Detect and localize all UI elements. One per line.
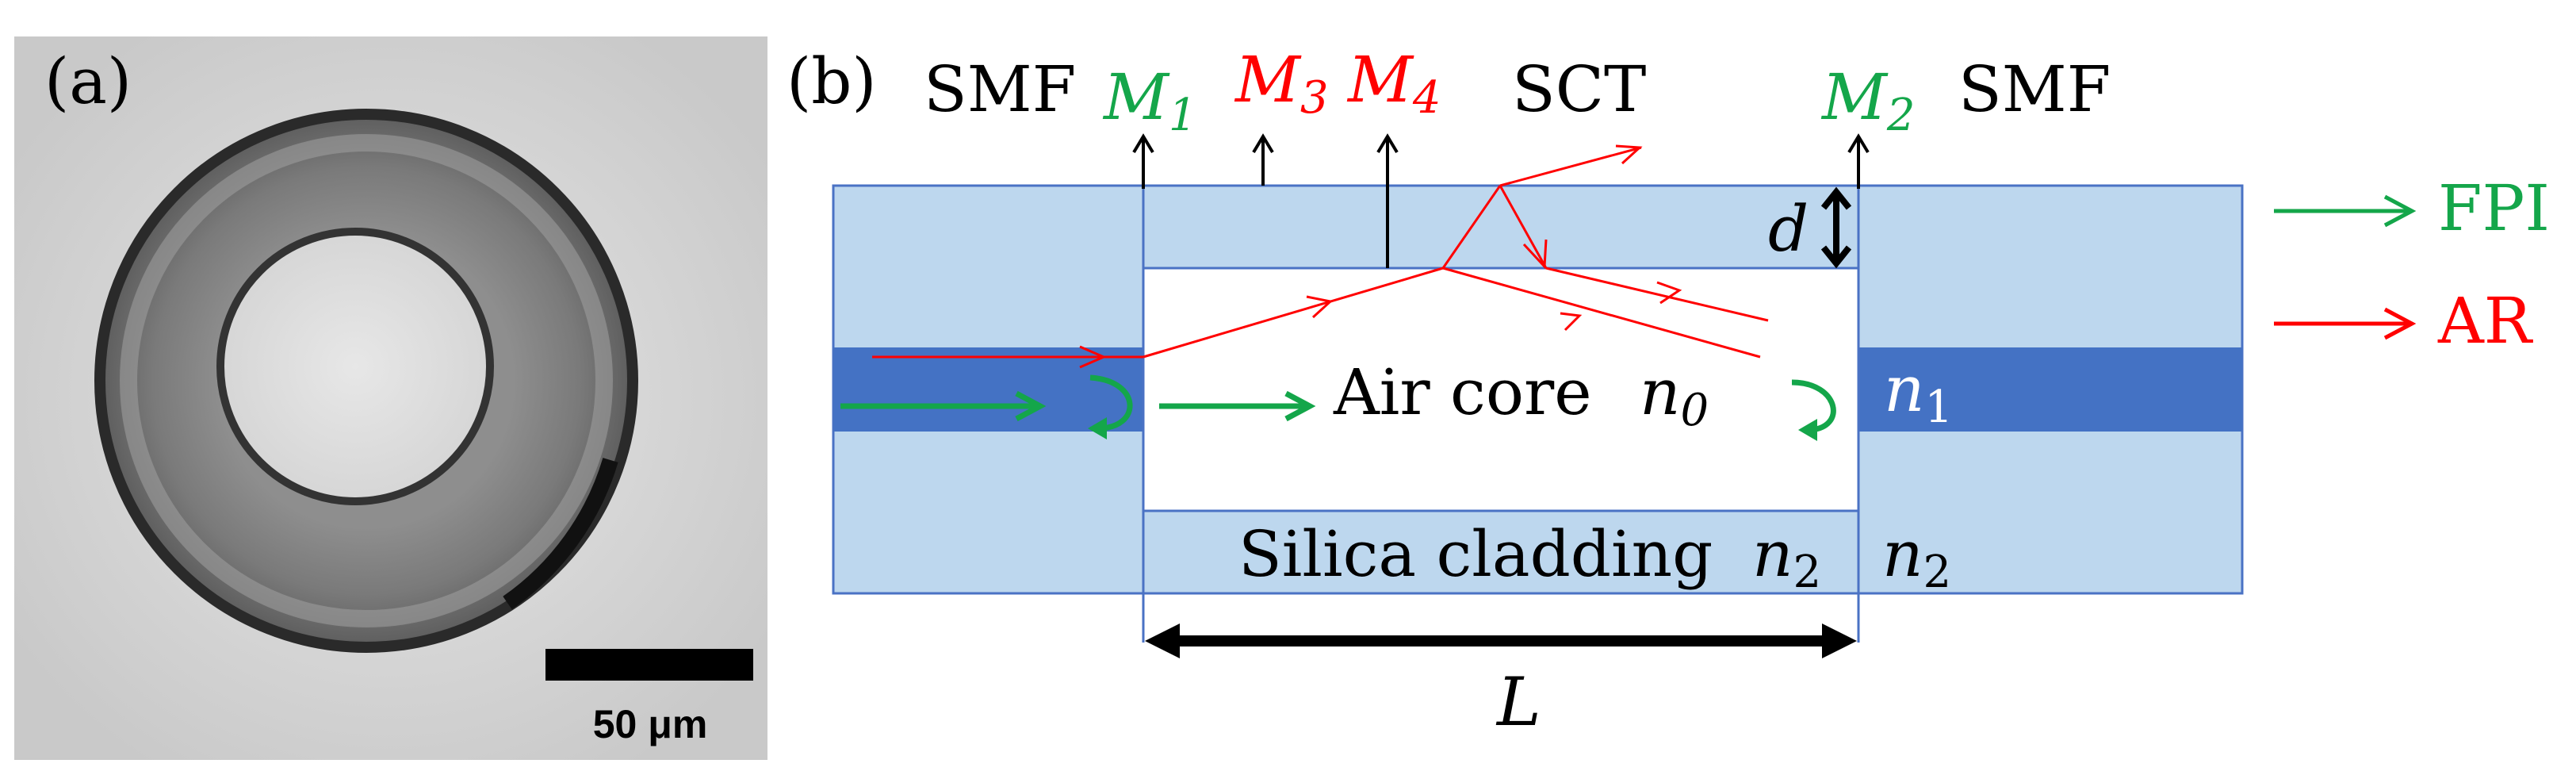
air-core-label: Air core	[1333, 355, 1592, 429]
n2-cladding-label: n2	[1752, 517, 1821, 598]
legend: FPI AR	[2274, 171, 2550, 358]
thickness-d-label: d	[1768, 192, 1809, 266]
n0-label: n0	[1640, 355, 1709, 436]
ar-rays	[872, 144, 1769, 369]
sct-air-core	[1142, 267, 1860, 512]
panel-a-label: (a)	[44, 44, 132, 118]
fiber-air-hole	[216, 228, 494, 505]
panel-b: (b) SMF SCT SMF M1 M3 M4 M2	[787, 43, 2550, 741]
legend-fpi-arrow	[2274, 194, 2417, 228]
mirror-m4-label: M4	[1346, 43, 1441, 124]
panel-b-label: (b)	[787, 44, 877, 118]
mirror-m3-label: M3	[1234, 43, 1329, 124]
length-l-label: L	[1495, 663, 1541, 741]
panel-a: (a) 50 μm	[14, 36, 767, 760]
sct-label: SCT	[1512, 52, 1646, 126]
smf-right-label: SMF	[1958, 52, 2111, 126]
legend-ar-arrow	[2274, 307, 2417, 340]
mirror-pointer-arrows	[1132, 133, 1870, 268]
fpi-rays	[840, 374, 1836, 441]
length-l-arrow	[1145, 623, 1857, 658]
thickness-d-arrow	[1820, 186, 1852, 269]
ring-dark-edge	[503, 458, 618, 610]
smf-right-core	[1858, 347, 2242, 432]
n1-label: n1	[1884, 352, 1953, 433]
scalebar	[545, 649, 753, 681]
silica-cladding-label: Silica cladding	[1238, 517, 1713, 591]
mirror-m1-label: M1	[1102, 60, 1197, 141]
fiber-ring-inner-shade	[120, 134, 613, 627]
mirror-m2-label: M2	[1820, 60, 1916, 141]
legend-ar-label: AR	[2437, 284, 2534, 358]
smf-left-label: SMF	[924, 52, 1076, 126]
scalebar-label: 50 μm	[593, 702, 708, 746]
legend-fpi-label: FPI	[2438, 171, 2550, 245]
sct-top-cladding	[1142, 184, 1860, 270]
n2-right-label: n2	[1882, 517, 1951, 598]
